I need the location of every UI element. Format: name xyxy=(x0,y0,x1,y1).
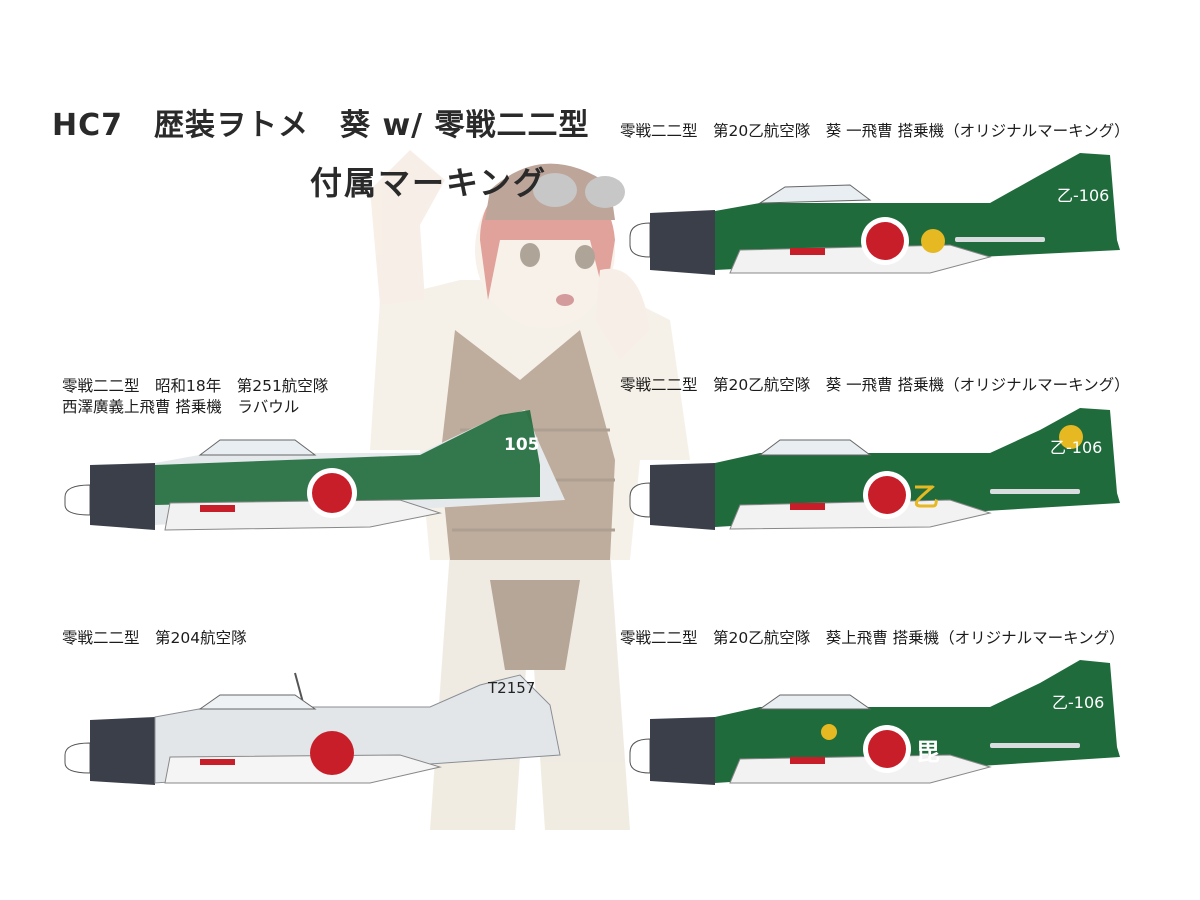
hinomaru xyxy=(312,473,352,513)
caption-variant-2-line2: 西澤廣義上飛曹 搭乗機 ラバウル xyxy=(62,398,300,416)
zero-fighter-profile-1: 乙-106 xyxy=(629,153,1120,275)
page-title: HC7 歴装ヲトメ 葵 w/ 零戦二二型 xyxy=(52,108,590,143)
canopy xyxy=(198,439,317,456)
hinomaru xyxy=(310,731,354,775)
caption-variant-2-line1: 零戦二二型 昭和18年 第251航空隊 xyxy=(62,377,329,395)
caption-variant-5: 零戦二二型 第20乙航空隊 葵上飛曹 搭乗機（オリジナルマーキング） xyxy=(620,629,1125,647)
caption-variant-1: 零戦二二型 第20乙航空隊 葵 一飛曹 搭乗機（オリジナルマーキング） xyxy=(620,122,1130,140)
engine-cowling xyxy=(650,210,715,275)
caption-variant-4: 零戦二二型 第204航空隊 xyxy=(62,629,247,647)
tail-code: 105 xyxy=(504,435,540,455)
engine-cowling xyxy=(650,717,715,785)
fuselage-body xyxy=(715,660,1120,783)
zero-fighter-profile-4: T2157 xyxy=(64,672,561,785)
engine-cowling xyxy=(650,463,715,530)
tail-code: 乙-106 xyxy=(1050,438,1102,457)
hinomaru xyxy=(868,476,906,514)
canopy xyxy=(758,694,872,710)
engine-cowling xyxy=(90,717,155,785)
fuselage-mark: 乙 xyxy=(913,483,939,513)
canopy xyxy=(758,439,872,456)
canopy xyxy=(198,694,317,710)
aoi-crest-emblem xyxy=(1059,425,1083,449)
tail-code: 乙-106 xyxy=(1057,186,1109,205)
aoi-crest-emblem xyxy=(921,229,945,253)
mottled-green-camouflage xyxy=(155,410,540,505)
zero-fighter-profile-3: 乙 乙-106 xyxy=(629,408,1120,530)
canopy xyxy=(758,184,872,204)
tail-code: 乙-106 xyxy=(1052,693,1104,712)
fuselage-mark: 毘 xyxy=(916,738,940,766)
caption-variant-3: 零戦二二型 第20乙航空隊 葵 一飛曹 搭乗機（オリジナルマーキング） xyxy=(620,376,1130,394)
engine-cowling xyxy=(90,463,155,530)
fuselage-body xyxy=(715,408,1120,527)
page-subtitle: 付属マーキング xyxy=(310,164,548,202)
hinomaru xyxy=(868,730,906,768)
hinomaru xyxy=(866,222,904,260)
zero-fighter-profile-5: 毘 乙-106 xyxy=(629,660,1120,785)
zero-fighter-profile-2: 105 xyxy=(64,410,565,531)
tail-code: T2157 xyxy=(487,679,535,697)
aoi-crest-emblem xyxy=(821,724,837,740)
